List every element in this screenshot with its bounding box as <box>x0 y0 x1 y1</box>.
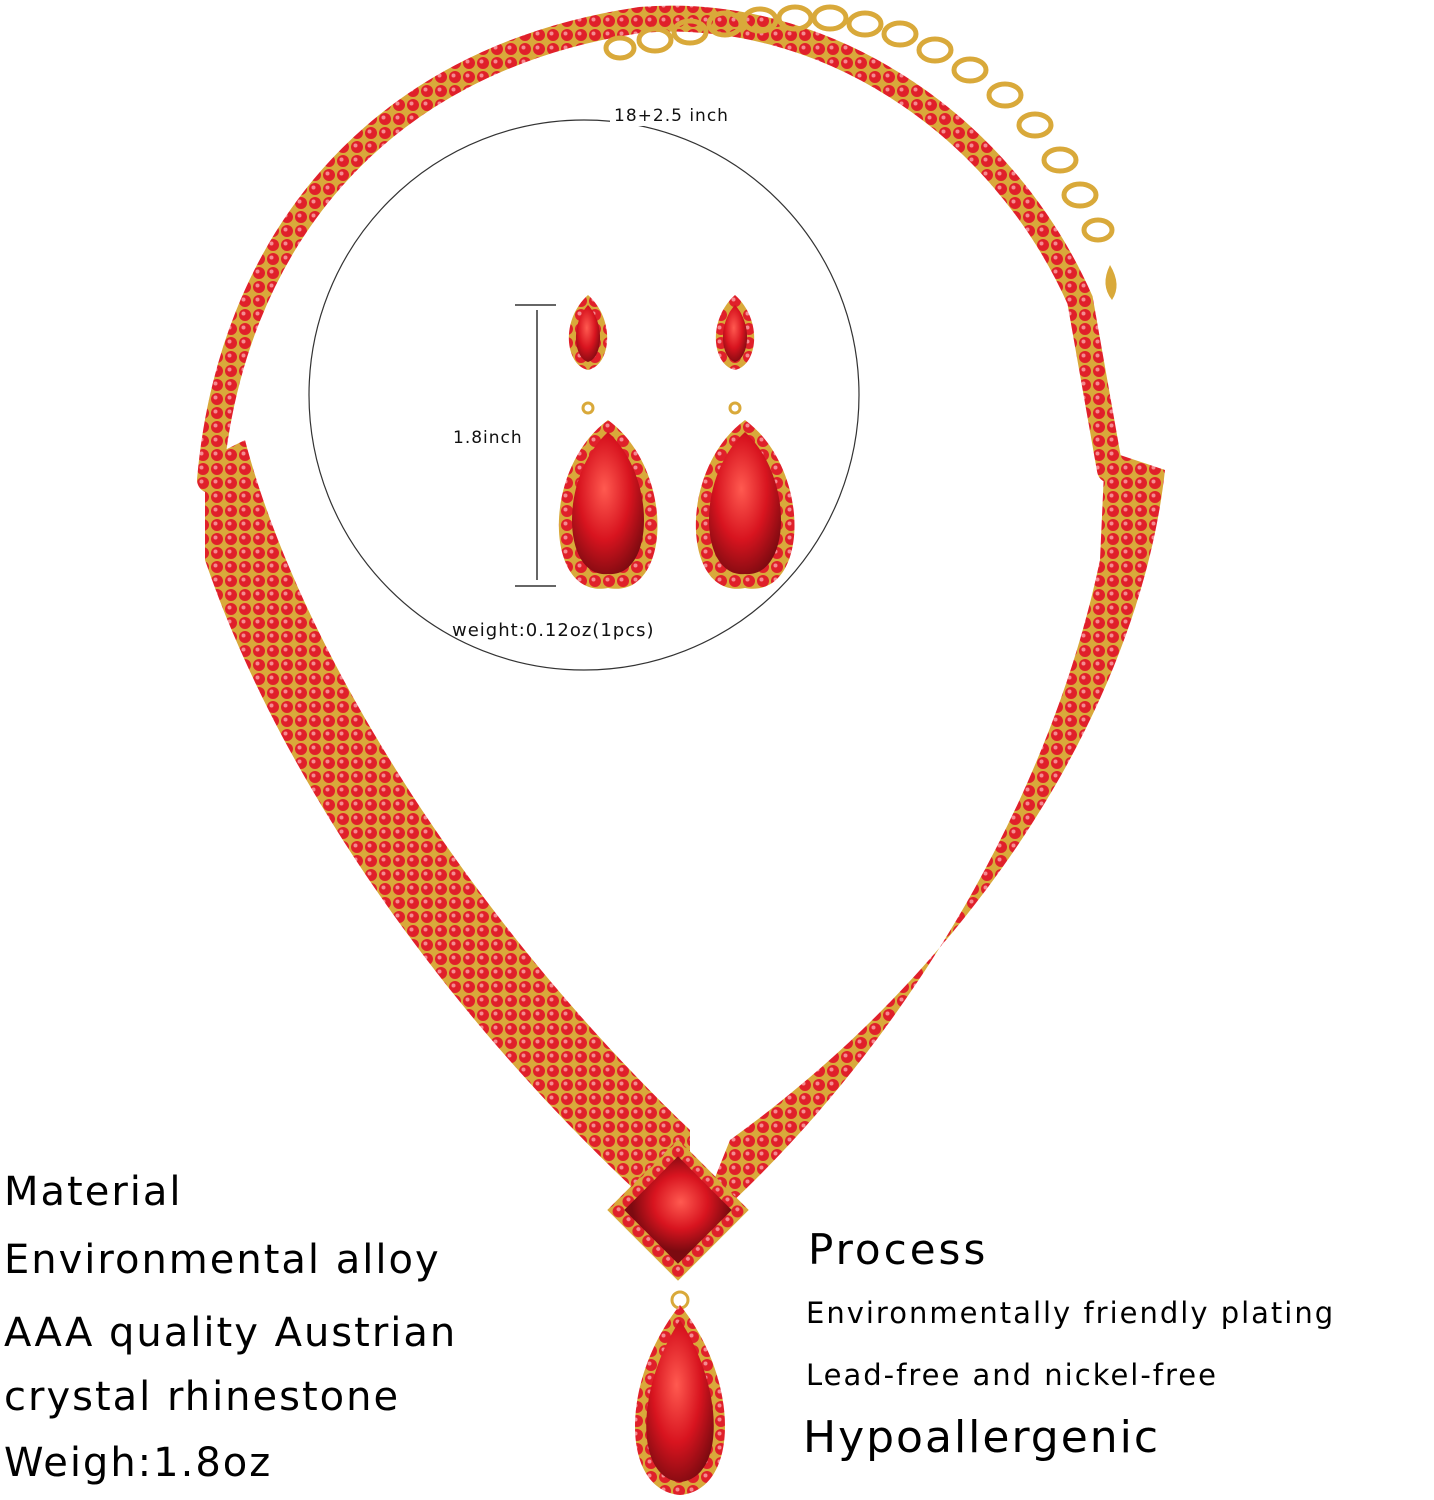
process-line-2: Lead-free and nickel-free <box>806 1358 1218 1392</box>
material-line-2: AAA quality Austrian <box>4 1310 458 1356</box>
process-hypoallergenic: Hypoallergenic <box>803 1412 1161 1463</box>
material-line-4: Weigh:1.8oz <box>4 1440 273 1486</box>
earring-left <box>558 295 658 589</box>
earring-right <box>695 295 795 589</box>
pendant <box>607 1139 749 1495</box>
earring-height-label: 1.8inch <box>453 428 523 448</box>
material-line-3: crystal rhinestone <box>4 1374 401 1420</box>
necklace-right-band <box>690 450 1165 1240</box>
necklace-left-band <box>205 440 690 1240</box>
process-heading: Process <box>808 1225 989 1274</box>
material-heading: Material <box>4 1169 183 1215</box>
necklace-top-strand <box>197 5 1123 493</box>
material-line-1: Environmental alloy <box>4 1237 441 1283</box>
necklace-length-label: 18+2.5 inch <box>610 106 733 126</box>
process-line-1: Environmentally friendly plating <box>806 1296 1336 1330</box>
height-dimension-line <box>515 304 556 587</box>
extender-chain <box>603 4 1115 243</box>
earring-weight-label: weight:0.12oz(1pcs) <box>452 620 655 641</box>
earring-frame-circle <box>308 119 860 671</box>
